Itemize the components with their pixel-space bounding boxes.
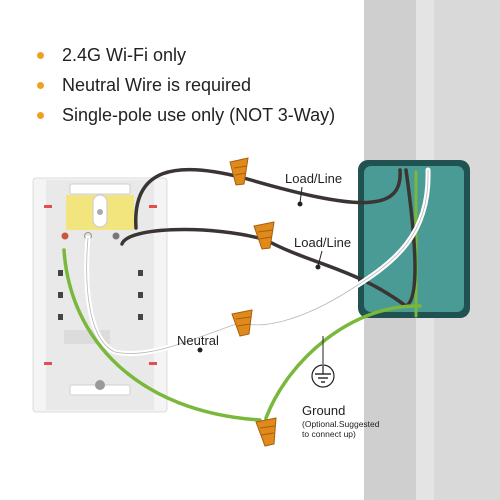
label-ground-note-line2: to connect up) xyxy=(302,429,356,439)
wire-nut-top xyxy=(229,157,249,186)
bullet-dot-icon xyxy=(37,82,44,89)
green-ground-wire-from-box xyxy=(264,304,422,420)
label-load-line-top: Load/Line xyxy=(285,171,342,186)
wire-nut-neutral xyxy=(231,309,253,337)
smart-switch xyxy=(32,177,168,413)
label-load-line-bottom: Load/Line xyxy=(294,235,351,250)
feature-text: 2.4G Wi-Fi only xyxy=(62,45,187,65)
feature-item-wifi: 2.4G Wi-Fi only xyxy=(34,40,335,70)
ground-symbol-icon xyxy=(311,336,335,388)
bullet-dot-icon xyxy=(37,112,44,119)
feature-text: Single-pole use only (NOT 3-Way) xyxy=(62,105,336,125)
feature-text: Neutral Wire is required xyxy=(62,75,252,95)
black-load-line-bottom-wire xyxy=(120,168,417,309)
label-ground-note-line1: (Optional.Suggested xyxy=(302,419,380,429)
feature-item-neutral: Neutral Wire is required xyxy=(34,70,335,100)
feature-list: 2.4G Wi-Fi only Neutral Wire is required… xyxy=(34,40,335,130)
leader-lines xyxy=(197,186,323,353)
label-ground: Ground xyxy=(302,403,345,418)
wire-nut-middle xyxy=(253,221,275,250)
bullet-dot-icon xyxy=(37,52,44,59)
label-neutral: Neutral xyxy=(177,333,219,348)
green-ground-wire-from-switch xyxy=(62,248,262,422)
feature-item-single-pole: Single-pole use only (NOT 3-Way) xyxy=(34,100,335,130)
wire-nut-ground xyxy=(255,417,277,447)
